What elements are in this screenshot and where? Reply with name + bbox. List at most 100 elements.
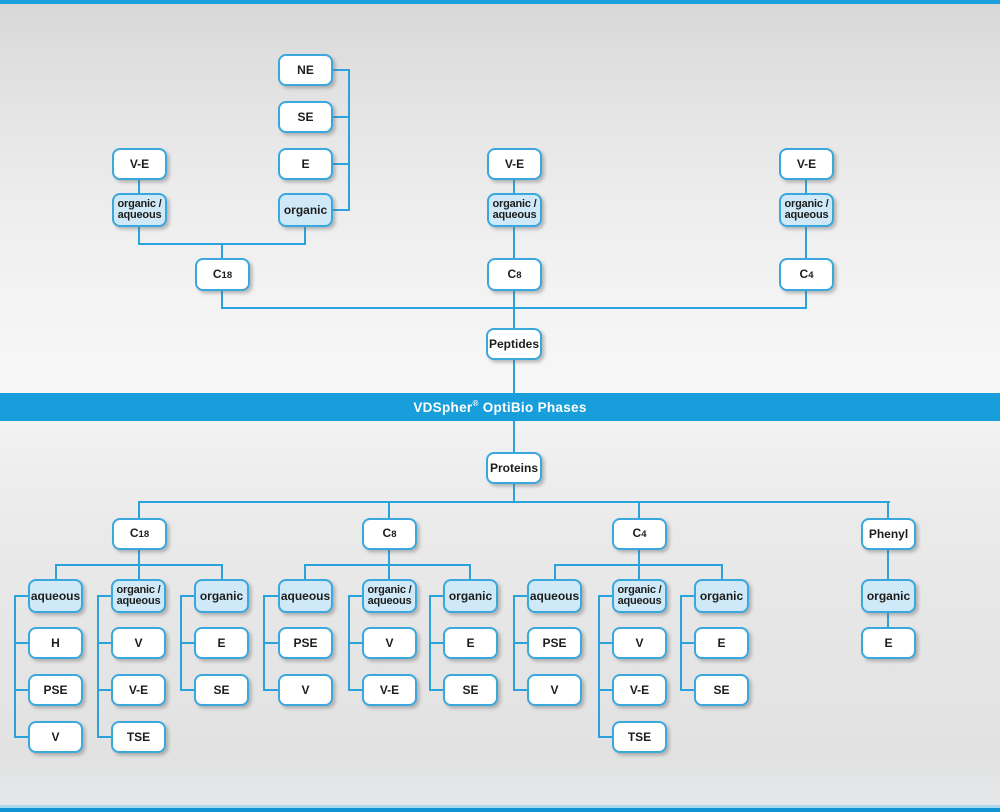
node-prot-phenyl-organic-e: E: [861, 627, 916, 659]
node-pep-c4-ve: V-E: [779, 148, 834, 180]
connector-line: [887, 612, 889, 628]
registered-mark: ®: [472, 398, 479, 408]
connector-line: [14, 595, 16, 738]
connector-line: [263, 642, 280, 644]
connector-line: [97, 595, 99, 738]
node-prot-phenyl-organic: organic: [861, 579, 916, 613]
connector-line: [513, 595, 529, 597]
node-prot-c18-orgaq-tse: TSE: [111, 721, 166, 753]
node-prot-c4-organic-se: SE: [694, 674, 749, 706]
node-prot-c18-orgaq-ve: V-E: [111, 674, 166, 706]
node-prot-column-c8: C8: [362, 518, 417, 550]
connector-line: [513, 227, 515, 259]
connector-line: [138, 243, 306, 245]
connector-line: [513, 291, 515, 329]
node-pep-column-c8: C8: [487, 258, 542, 291]
connector-line: [138, 501, 140, 519]
connector-line: [263, 689, 280, 691]
node-prot-c8-aqueous-pse: PSE: [278, 627, 333, 659]
connector-line: [598, 689, 614, 691]
node-prot-c4-aqueous: aqueous: [527, 579, 582, 613]
node-prot-c4-orgaq-tse: TSE: [612, 721, 667, 753]
node-peptides: Peptides: [486, 328, 542, 360]
node-prot-c8-organic-e: E: [443, 627, 498, 659]
connector-line: [14, 689, 30, 691]
connector-line: [55, 564, 223, 566]
node-prot-c18-organic-se: SE: [194, 674, 249, 706]
connector-line: [304, 564, 471, 566]
connector-line: [680, 689, 696, 691]
bottom-accent-bar: [0, 808, 1000, 812]
connector-line: [304, 227, 306, 245]
connector-line: [55, 564, 57, 580]
banner-optibio-phases: VDSpher® OptiBio Phases: [0, 393, 1000, 421]
connector-line: [348, 642, 364, 644]
connector-line: [513, 421, 515, 453]
node-pep-c18-organic-aqueous: organic / aqueous: [112, 193, 167, 227]
connector-line: [388, 501, 390, 519]
connector-line: [221, 564, 223, 580]
connector-line: [469, 564, 471, 580]
node-prot-c18-aqueous-v: V: [28, 721, 83, 753]
connector-line: [638, 501, 640, 519]
connector-line: [221, 307, 807, 309]
connector-line: [805, 180, 807, 194]
connector-line: [97, 736, 113, 738]
node-prot-c8-organic-se: SE: [443, 674, 498, 706]
connector-line: [429, 642, 445, 644]
connector-line: [429, 689, 445, 691]
connector-line: [598, 595, 600, 738]
connector-line: [513, 360, 515, 394]
node-pep-c4-organic-aqueous: organic / aqueous: [779, 193, 834, 227]
connector-line: [805, 227, 807, 259]
connector-line: [333, 69, 349, 71]
node-proteins: Proteins: [486, 452, 542, 484]
connector-line: [221, 245, 223, 259]
connector-line: [348, 595, 364, 597]
connector-line: [887, 550, 889, 580]
node-prot-c8-organic-aqueous: organic / aqueous: [362, 579, 417, 613]
connector-line: [333, 163, 349, 165]
node-prot-c8-aqueous: aqueous: [278, 579, 333, 613]
connector-line: [513, 689, 529, 691]
connector-line: [680, 642, 696, 644]
connector-line: [138, 227, 140, 245]
connector-line: [97, 595, 113, 597]
node-prot-c4-aqueous-pse: PSE: [527, 627, 582, 659]
node-prot-c18-aqueous: aqueous: [28, 579, 83, 613]
connector-line: [304, 564, 306, 580]
connector-line: [263, 595, 280, 597]
top-accent-bar: [0, 0, 1000, 4]
connector-line: [333, 209, 349, 211]
banner-title: VDSpher® OptiBio Phases: [413, 398, 587, 415]
node-prot-column-c18: C18: [112, 518, 167, 550]
bottom-accent-line: [0, 805, 1000, 808]
connector-line: [97, 689, 113, 691]
node-pep-c18-phase-e: E: [278, 148, 333, 180]
node-prot-c4-orgaq-ve: V-E: [612, 674, 667, 706]
node-prot-c18-orgaq-v: V: [111, 627, 166, 659]
connector-line: [333, 116, 349, 118]
node-prot-c8-aqueous-v: V: [278, 674, 333, 706]
connector-line: [348, 689, 364, 691]
node-prot-c8-orgaq-ve: V-E: [362, 674, 417, 706]
connector-line: [513, 484, 515, 502]
connector-line: [554, 564, 722, 566]
node-pep-column-c4: C4: [779, 258, 834, 291]
connector-line: [680, 595, 696, 597]
node-prot-c4-aqueous-v: V: [527, 674, 582, 706]
connector-line: [14, 595, 30, 597]
node-pep-c18-phase-se: SE: [278, 101, 333, 133]
node-prot-c4-organic-e: E: [694, 627, 749, 659]
node-pep-c8-organic-aqueous: organic / aqueous: [487, 193, 542, 227]
connector-line: [138, 501, 890, 503]
connector-line: [721, 564, 723, 580]
connector-line: [513, 642, 529, 644]
node-pep-c18-phase-ne: NE: [278, 54, 333, 86]
connector-line: [598, 736, 614, 738]
connector-line: [554, 564, 556, 580]
connector-line: [805, 291, 807, 308]
node-prot-column-c4: C4: [612, 518, 667, 550]
node-prot-c18-aqueous-h: H: [28, 627, 83, 659]
